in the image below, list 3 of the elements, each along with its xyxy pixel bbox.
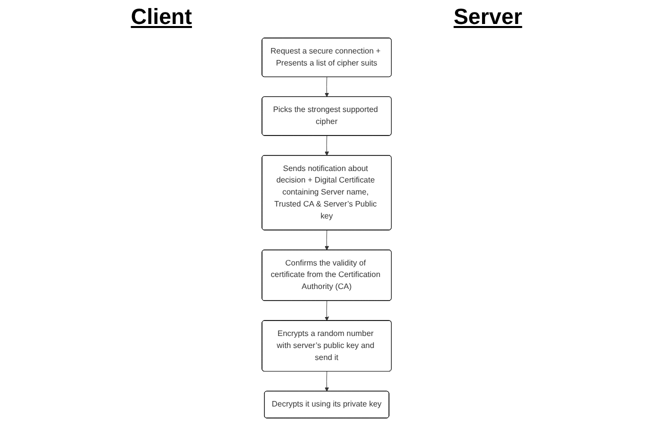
arrow xyxy=(324,371,329,392)
column-heading: Server xyxy=(454,4,522,30)
column-heading: Client xyxy=(130,4,192,30)
